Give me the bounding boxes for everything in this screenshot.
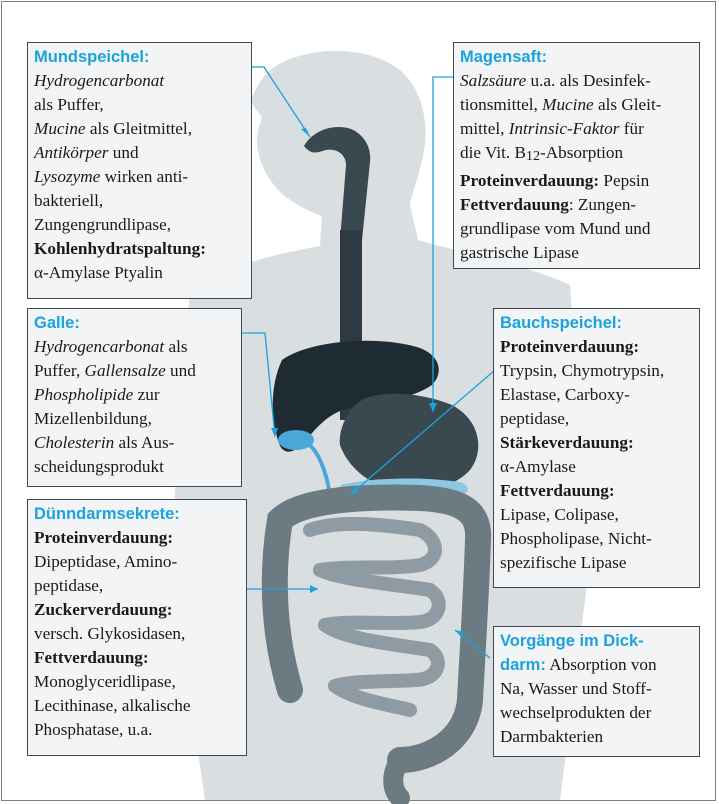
text-line: Darmbakterien (500, 725, 693, 749)
heading-zuckerverdauung: Zuckerverdauung: (34, 600, 172, 619)
term-antikoerper: Antikörper (34, 143, 108, 162)
term-mucine: Mucine (34, 119, 86, 138)
text-line: Trypsin, Chymotrypsin, (500, 359, 693, 383)
term-mucine: Mucine (542, 95, 594, 114)
text-line: scheidungsprodukt (34, 455, 235, 479)
text-line: Na, Wasser und Stoff- (500, 677, 693, 701)
box-magensaft: Magensaft: Salzsäure u.a. als Desinfek- … (453, 42, 700, 269)
heading-fettverdauung: Fettverdauung (460, 195, 569, 214)
box-mundspeichel: Mundspeichel: Hydrogencarbonat als Puffe… (27, 42, 252, 299)
text-line: peptidase, (500, 407, 693, 431)
heading-fettverdauung: Fettverdauung: (34, 648, 149, 667)
text-line: Mizellenbildung, (34, 407, 235, 431)
term-lysozyme: Lysozyme (34, 167, 100, 186)
text-line: tionsmittel, (460, 95, 542, 114)
title-dickdarm: Vorgänge im Dick- (500, 630, 693, 653)
text-line: Phospholipase, Nicht- (500, 527, 693, 551)
text-line: peptidase, (34, 574, 240, 598)
text-line: zur (133, 385, 159, 404)
text-line: die Vit. B (460, 143, 526, 162)
text-line: gastrische Lipase (460, 241, 693, 265)
text-line: als Aus- (114, 433, 174, 452)
text-line: Lecithinase, alkalische (34, 694, 240, 718)
text-line: Puffer, (34, 361, 85, 380)
text-line: Pepsin (599, 171, 649, 190)
box-duenndarmsekrete: Dünndarmsekrete: Proteinverdauung: Dipep… (27, 499, 247, 756)
text-line: versch. Glykosidasen, (34, 622, 240, 646)
box-galle: Galle: Hydrogencarbonat als Puffer, Gall… (27, 308, 242, 487)
text-line: Absorption von (546, 655, 657, 674)
text-line: Monoglyceridlipase, (34, 670, 240, 694)
heading-proteinverdauung: Proteinverdauung: (34, 528, 173, 547)
text-line: mittel, (460, 119, 509, 138)
title-galle: Galle: (34, 312, 235, 335)
subscript-12: 12 (526, 149, 540, 164)
text-line: spezifische Lipase (500, 551, 693, 575)
text-line: α-Amylase Ptyalin (34, 261, 245, 285)
text-line: wechselprodukten der (500, 701, 693, 725)
text-line: als Puffer, (34, 93, 245, 117)
text-line: : Zungen- (569, 195, 636, 214)
gallbladder (278, 430, 314, 450)
heading-proteinverdauung: Proteinverdauung: (500, 337, 639, 356)
title-magensaft: Magensaft: (460, 46, 693, 69)
term-gallensalze: Gallensalze (85, 361, 166, 380)
title-bauchspeichel: Bauchspeichel: (500, 312, 693, 335)
term-intrinsic-faktor: Intrinsic-Faktor (509, 119, 620, 138)
text-line: für (619, 119, 643, 138)
box-dickdarm: Vorgänge im Dick- darm: Absorption von N… (493, 626, 700, 757)
box-bauchspeichel: Bauchspeichel: Proteinverdauung: Trypsin… (493, 308, 700, 588)
title-duenndarmsekrete: Dünndarmsekrete: (34, 503, 240, 526)
text-line: Zungengrundlipase, (34, 213, 245, 237)
heading-staerkeverdauung: Stärkeverdauung: (500, 433, 634, 452)
text-line: Lipase, Colipase, (500, 503, 693, 527)
text-line: grundlipase vom Mund und (460, 217, 693, 241)
text-line: Dipeptidase, Amino- (34, 550, 240, 574)
text-line: α-Amylase (500, 455, 693, 479)
term-hydrogencarbonat: Hydrogencarbonat (34, 71, 164, 90)
rectum (393, 760, 400, 798)
text-line: -Absorption (540, 143, 623, 162)
heading-proteinverdauung: Proteinverdauung: (460, 171, 599, 190)
term-cholesterin: Cholesterin (34, 433, 114, 452)
text-line: u.a. als Desinfek- (526, 71, 651, 90)
term-salzsaeure: Salzsäure (460, 71, 526, 90)
text-line: wirken anti- (100, 167, 188, 186)
title-mundspeichel: Mundspeichel: (34, 46, 245, 69)
text-line: Phosphatase, u.a. (34, 718, 240, 742)
text-line: als Gleitmittel, (86, 119, 192, 138)
heading-kohlenhydratspaltung: Kohlenhydratspaltung: (34, 239, 206, 258)
term-phospholipide: Phospholipide (34, 385, 133, 404)
text-line: und (108, 143, 138, 162)
text-line: bakteriell, (34, 189, 245, 213)
text-line: Elastase, Carboxy- (500, 383, 693, 407)
text-line: als Gleit- (594, 95, 662, 114)
term-hydrogencarbonat: Hydrogencarbonat (34, 337, 164, 356)
text-line: als (164, 337, 187, 356)
title-dickdarm-cont: darm: (500, 656, 546, 674)
text-line: und (166, 361, 196, 380)
heading-fettverdauung: Fettverdauung: (500, 481, 615, 500)
